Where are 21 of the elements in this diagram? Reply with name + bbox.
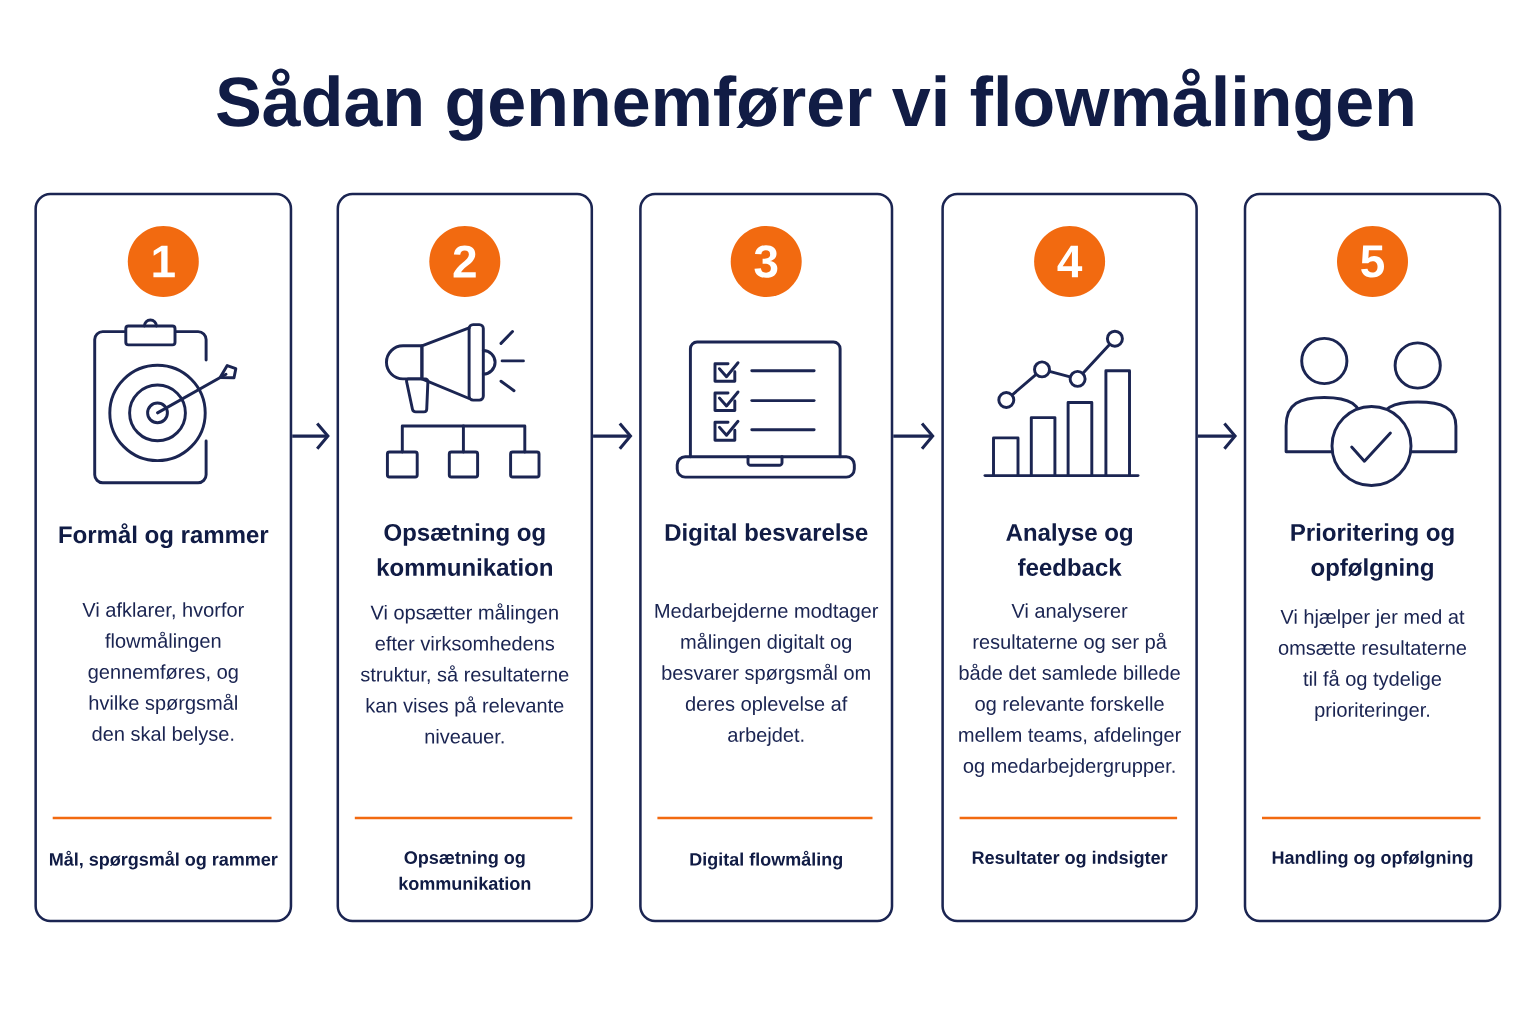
step-outcome: Opsætning og kommunikation <box>399 850 531 890</box>
step-outcome: Resultater og indsigter <box>972 850 1168 868</box>
number-badge: 3 <box>730 226 802 297</box>
step-heading: Digital besvarelse <box>665 523 868 546</box>
number-badge: 5 <box>1337 226 1408 297</box>
title: Sådan gennemfører vi flowmålingen <box>217 68 1413 141</box>
step-heading: Prioritering og opfølgning <box>1291 523 1454 581</box>
step-heading: Formål og rammer <box>59 523 269 549</box>
step-description: Vi afklarer, hvorfor flowmålingen gennemføres, og hvilke spørgsmål den skal belyse. <box>82 602 244 745</box>
step-outcome: Digital flowmåling <box>690 850 842 870</box>
number-badge: 2 <box>429 226 501 297</box>
step-description: Vi hjælper jer med at omsætte resultaterne til få og tydelige prioriteringer. <box>1278 609 1467 721</box>
step-heading: Opsætning og kommunikation <box>377 523 552 576</box>
step-heading: Analyse og feedback <box>1006 523 1132 576</box>
step-description: Vi opsætter målingen efter virksomhedens struktur, så resultaterne kan vises på relevante niveauer. <box>360 603 569 744</box>
step-outcome: Handling og opfølgning <box>1272 850 1473 868</box>
step-description: Medarbejderne modtager målingen digitalt og besvarer spørgsmål om deres oplevelse af arbejdet. <box>655 603 879 746</box>
step-description: Vi analyserer resultaterne og ser på både det samlede billede og relevante forskelle mellem teams, afdelinger og medarbejdergrupper. <box>959 603 1181 777</box>
number-badge: 1 <box>127 226 199 297</box>
step-outcome: Mål, spørgsmål og rammer <box>50 850 278 870</box>
number-badge: 4 <box>1034 226 1106 297</box>
